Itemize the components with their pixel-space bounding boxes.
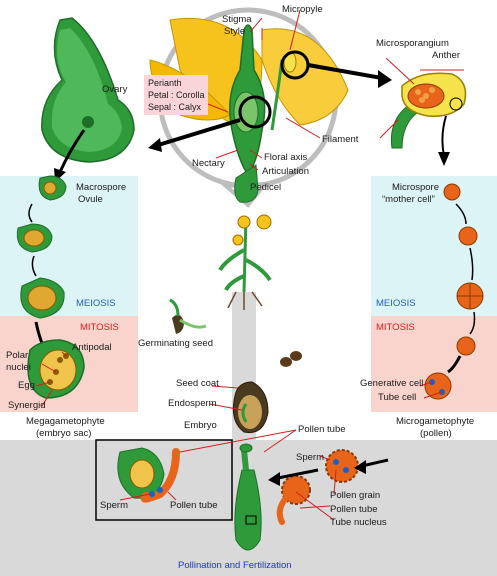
label-embryo-sac: (embryo sac) bbox=[36, 428, 91, 439]
label-seed-coat: Seed coat bbox=[176, 378, 219, 389]
label-stigma: Stigma bbox=[222, 14, 252, 25]
label-embryo: Embryo bbox=[184, 420, 217, 431]
label-egg: Egg bbox=[18, 380, 35, 391]
ovary-zoom-circle bbox=[238, 95, 272, 129]
leader-lines bbox=[35, 9, 464, 521]
arrow-to-ovary-head bbox=[148, 138, 162, 152]
arrow-to-anther bbox=[307, 63, 383, 80]
label-microgametophyte: Microgametophyte bbox=[396, 416, 474, 427]
label-pollen-tube-top: Pollen tube bbox=[298, 424, 346, 435]
label-pollen-tube-right: Pollen tube bbox=[330, 504, 378, 515]
label-pollen: (pollen) bbox=[420, 428, 452, 439]
label-mitosis-right: MITOSIS bbox=[376, 322, 415, 333]
label-sperm-right: Sperm bbox=[296, 452, 324, 463]
label-nectary: Nectary bbox=[192, 158, 225, 169]
label-sperm-inset: Sperm bbox=[100, 500, 128, 511]
fertilization-inset-drawing bbox=[117, 447, 180, 503]
label-nuclei: nuclei bbox=[6, 362, 31, 373]
label-pedicel: Pedicel bbox=[250, 182, 281, 193]
label-tube-nucleus: Tube nucleus bbox=[330, 517, 387, 528]
label-microsporangium: Microsporangium bbox=[376, 38, 449, 49]
label-meiosis-left: MEIOSIS bbox=[76, 298, 116, 309]
label-tube-cell: Tube cell bbox=[378, 392, 416, 403]
microspore-sequence bbox=[424, 183, 484, 400]
label-ovary: Ovary bbox=[102, 84, 128, 95]
label-sepal: Sepal : Calyx bbox=[148, 102, 202, 112]
label-style: Style bbox=[224, 26, 245, 37]
arrow-pollen-to-flower bbox=[277, 468, 319, 480]
label-macrospore: Macrospore bbox=[76, 182, 126, 193]
label-perianth: Perianth bbox=[148, 78, 182, 88]
arrow-pollen-to-flower-head bbox=[268, 472, 280, 486]
pedicel-shape bbox=[234, 164, 259, 203]
label-microspore: Microspore bbox=[392, 182, 439, 193]
arrow-to-ovary bbox=[154, 118, 241, 148]
label-ovule: Ovule bbox=[78, 194, 103, 205]
plant-drawing bbox=[218, 214, 272, 310]
anther-drawing bbox=[390, 72, 467, 166]
arrow-ovary-down bbox=[58, 129, 86, 173]
label-petal: Petal : Corolla bbox=[148, 90, 205, 100]
label-synergid: Synergid bbox=[8, 400, 46, 411]
arrow-to-pollen-grain-head bbox=[354, 460, 366, 474]
label-antipodal: Antipodal bbox=[72, 342, 112, 353]
label-meiosis-right: MEIOSIS bbox=[376, 298, 416, 309]
label-micropyle: Micropyle bbox=[282, 4, 323, 15]
arrow-to-anther-head bbox=[378, 70, 392, 88]
label-filament: Filament bbox=[322, 134, 359, 145]
megagametophyte-drawing bbox=[27, 339, 85, 399]
label-germinating-seed: Germinating seed bbox=[138, 338, 213, 349]
label-mother-cell: “mother cell” bbox=[382, 194, 435, 205]
label-floral-axis: Floral axis bbox=[264, 152, 308, 163]
label-pollen-grain: Pollen grain bbox=[330, 490, 380, 501]
fertilization-inset-box bbox=[95, 439, 233, 521]
label-generative-cell: Generative cell bbox=[360, 378, 423, 389]
ovary-inner bbox=[51, 28, 122, 152]
seed-drawing bbox=[232, 381, 269, 434]
pistil-pollination-drawing bbox=[234, 443, 262, 551]
label-endosperm: Endosperm bbox=[168, 398, 217, 409]
label-anther: Anther bbox=[432, 50, 460, 61]
seed-small-1 bbox=[280, 357, 292, 367]
seed-small-2 bbox=[290, 351, 302, 361]
macrospore-sequence bbox=[16, 175, 67, 366]
label-megagametophyte: Megagametophyte bbox=[26, 416, 105, 427]
arrow-to-pollen-grain bbox=[361, 458, 389, 468]
label-pollination: Pollination and Fertilization bbox=[178, 560, 292, 571]
germinating-seed-drawing bbox=[169, 298, 207, 334]
label-pollen-tube-inset: Pollen tube bbox=[170, 500, 218, 511]
perianth-label-box bbox=[144, 75, 208, 115]
label-mitosis-left: MITOSIS bbox=[80, 322, 119, 333]
ovule-dot bbox=[82, 116, 94, 128]
label-articulation: Articulation bbox=[262, 166, 309, 177]
label-polar: Polar bbox=[6, 350, 28, 361]
